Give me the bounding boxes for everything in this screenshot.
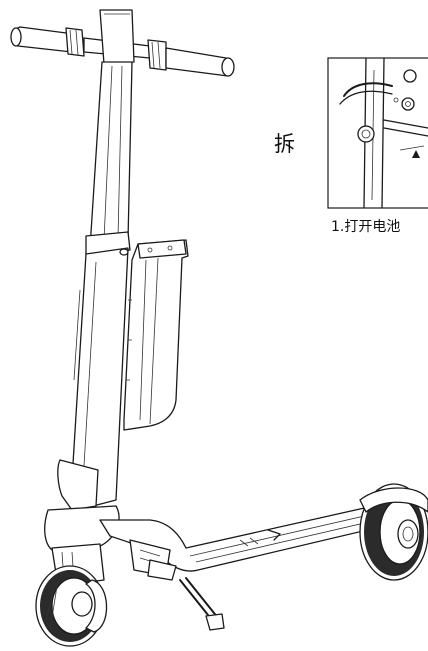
handlebar xyxy=(10,9,235,77)
inset-caption: 1.打开电池 xyxy=(331,219,401,235)
kickstand xyxy=(179,577,225,631)
front-wheel xyxy=(35,565,108,647)
side-label: 拆 xyxy=(274,132,295,156)
rear-wheel xyxy=(359,483,428,581)
deck xyxy=(99,499,421,581)
battery-pack xyxy=(123,239,189,431)
detail-inset xyxy=(327,57,428,209)
stem xyxy=(69,61,133,513)
